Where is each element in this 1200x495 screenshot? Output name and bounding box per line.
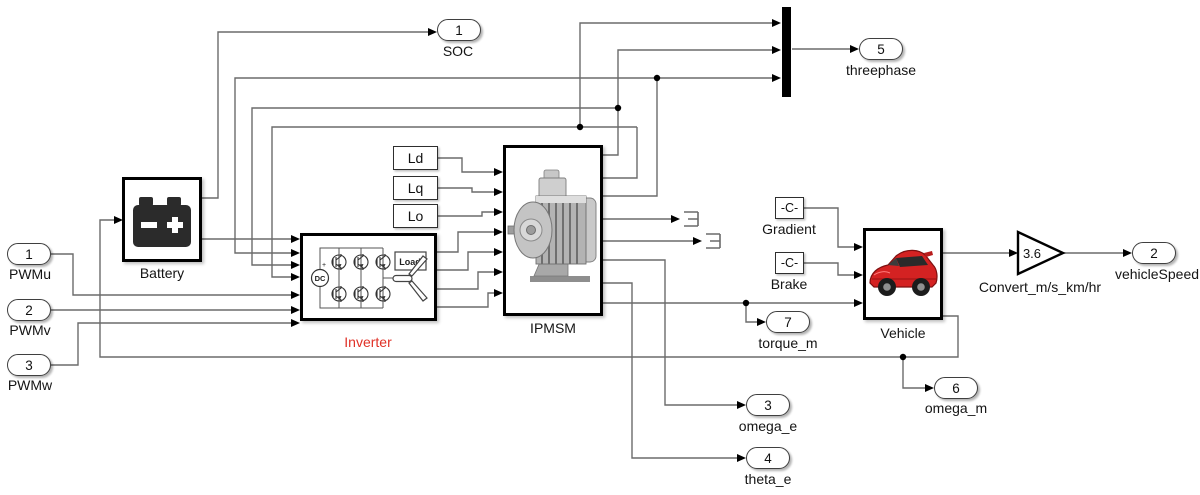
wire-omega-e [603, 259, 737, 406]
wire-pwmw [51, 322, 291, 366]
wire-phase-c-stub [603, 78, 658, 197]
inverter-block[interactable]: DC + Load [300, 233, 437, 321]
wire-theta-e [603, 282, 737, 459]
mux-bar[interactable] [782, 7, 791, 97]
param-block-ld[interactable]: Ld [393, 146, 438, 170]
wire-torque-branch [745, 303, 757, 323]
ipmsm-label: IPMSM [530, 320, 576, 336]
wire-brake [804, 262, 854, 276]
gain-block[interactable]: 3.6 [1016, 230, 1066, 276]
dc-source-text: DC [315, 274, 326, 283]
inport-pwmw[interactable]: 3 [7, 354, 51, 376]
inverter-label: Inverter [344, 334, 392, 350]
outport-torque-m[interactable]: 7 [766, 311, 810, 333]
outport-omega-e-label: omega_e [738, 418, 798, 434]
gradient-label: Gradient [762, 221, 816, 237]
outport-vehiclespeed[interactable]: 2 [1132, 242, 1176, 264]
load-text: Load [399, 257, 421, 267]
inport-pwmw-label: PWMw [7, 377, 53, 393]
wire-pwmu [51, 253, 291, 296]
wire-inv-ipmsm-4 [437, 292, 494, 308]
outport-omega-m[interactable]: 6 [934, 377, 978, 399]
wire-phase-b-mux [579, 22, 772, 127]
param-block-lo[interactable]: Lo [393, 204, 438, 228]
inport-pwmv[interactable]: 2 [7, 299, 51, 321]
inport-pwmu-label: PWMu [9, 266, 51, 282]
wire-soc [202, 31, 429, 199]
ipmsm-block[interactable] [503, 145, 603, 316]
battery-icon [133, 197, 191, 247]
outport-soc-label: SOC [442, 43, 474, 59]
vehicle-block[interactable] [863, 228, 943, 320]
signal-wires [51, 22, 1123, 459]
junction-dots [576, 74, 907, 361]
terminator-icon [706, 233, 721, 249]
wire-current-feedback-3 [271, 126, 637, 278]
wire-inv-ipmsm-2 [437, 251, 494, 271]
brake-constant[interactable]: -C- [775, 252, 804, 274]
inport-pwmv-label: PWMv [9, 322, 51, 338]
vehicle-label: Vehicle [880, 325, 926, 341]
outport-torque-m-label: torque_m [758, 335, 818, 351]
wire-omega-m-branch [902, 357, 925, 389]
motor-icon [507, 169, 597, 282]
wire-lo [438, 211, 494, 217]
wire-inv-ipmsm-1 [437, 231, 494, 253]
outport-theta-e-label: theta_e [744, 471, 792, 487]
param-block-lq[interactable]: Lq [393, 176, 438, 200]
outport-threephase-label: threephase [845, 62, 917, 78]
gain-label: Convert_m/s_km/hr [978, 279, 1102, 295]
wire-ld [438, 157, 494, 173]
wire-inv-ipmsm-3 [437, 271, 494, 290]
outport-soc[interactable]: 1 [437, 19, 481, 41]
battery-block[interactable] [122, 177, 202, 262]
arrowheads [114, 19, 1132, 462]
outport-theta-e[interactable]: 4 [746, 447, 790, 469]
outport-threephase[interactable]: 5 [859, 38, 903, 60]
wire-lq [438, 187, 494, 193]
brake-label: Brake [770, 276, 808, 292]
outport-vehiclespeed-label: vehicleSpeed [1114, 266, 1200, 282]
gradient-constant[interactable]: -C- [775, 197, 804, 219]
wire-gradient [804, 207, 854, 248]
battery-label: Battery [139, 265, 185, 281]
car-icon [869, 249, 938, 296]
svg-text:+: + [322, 262, 326, 269]
gain-value: 3.6 [1023, 246, 1041, 261]
gain-triangle [1016, 230, 1066, 276]
inport-pwmu[interactable]: 1 [7, 243, 51, 265]
wire-omega-feedback [99, 219, 959, 358]
inverter-circuit-icon: DC + Load [310, 247, 428, 309]
outport-omega-m-label: omega_m [924, 400, 988, 416]
wire-phase-b-stub [603, 127, 638, 179]
wire-current-feedback-1 [234, 77, 657, 254]
outport-omega-e[interactable]: 3 [746, 394, 790, 416]
wire-phase-a-mux [603, 49, 772, 156]
terminator-icon [684, 211, 699, 227]
